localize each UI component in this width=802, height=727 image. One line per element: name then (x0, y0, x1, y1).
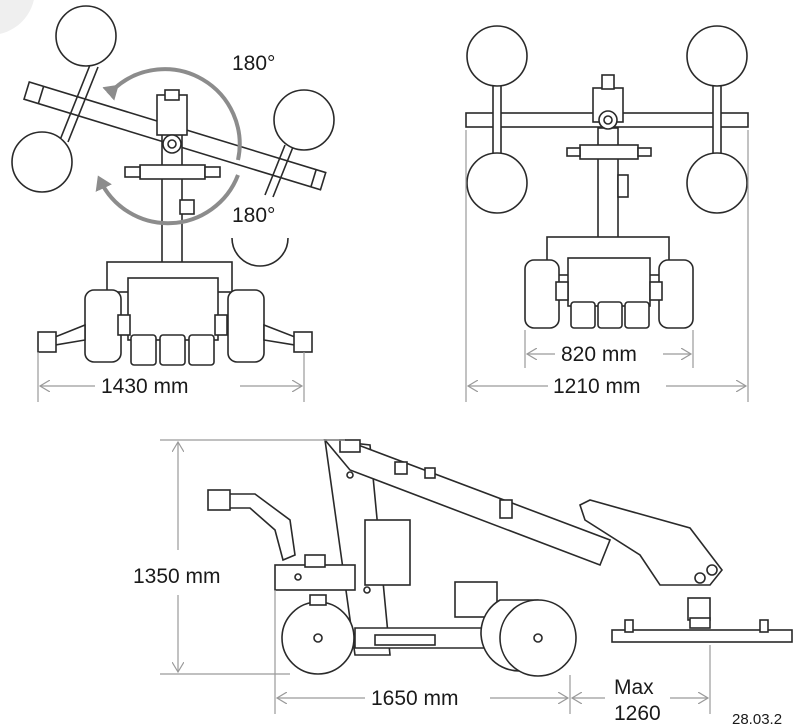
rotation-label-upper: 180° (232, 52, 275, 75)
suction-pad (55, 5, 117, 67)
suction-pad (686, 152, 748, 214)
dimension-1650 (274, 590, 571, 714)
side-view (207, 439, 793, 677)
wheel (227, 289, 265, 363)
outer-dimension-label: 1210 mm (553, 375, 641, 398)
dimension-1430 (37, 352, 305, 402)
suction-bar (611, 629, 793, 643)
wheel (524, 259, 560, 329)
reach-label: Max (614, 676, 654, 699)
date-stamp: 28.03.2 (732, 711, 782, 727)
reach-value: 1260 (614, 702, 661, 725)
inner-dimension-label: 820 mm (561, 343, 637, 366)
length-dimension-label: 1650 mm (371, 687, 459, 710)
rotation-label-lower: 180° (232, 204, 275, 227)
suction-pad (11, 131, 73, 193)
suction-pad (466, 152, 528, 214)
dimension-1210 (465, 130, 749, 402)
dimension-max-reach (572, 645, 711, 714)
wheel (658, 259, 694, 329)
width-dimension-label: 1430 mm (101, 375, 189, 398)
suction-arm-right (264, 144, 286, 196)
top-right-view (465, 25, 749, 329)
suction-pad (273, 89, 335, 151)
control-box (364, 519, 411, 586)
forearm (579, 499, 724, 586)
height-dimension-label: 1350 mm (133, 565, 221, 588)
suction-pad (466, 25, 528, 87)
suction-arm-left-upper (59, 64, 91, 141)
rotation-arrow-lower (95, 174, 240, 226)
rotation-arrow-upper (102, 67, 242, 161)
corner-decoration (0, 0, 34, 34)
suction-pad (686, 25, 748, 87)
top-left-view (11, 5, 335, 366)
dimension-1350 (160, 439, 345, 675)
dimension-820 (524, 330, 694, 368)
wheel (84, 289, 122, 363)
